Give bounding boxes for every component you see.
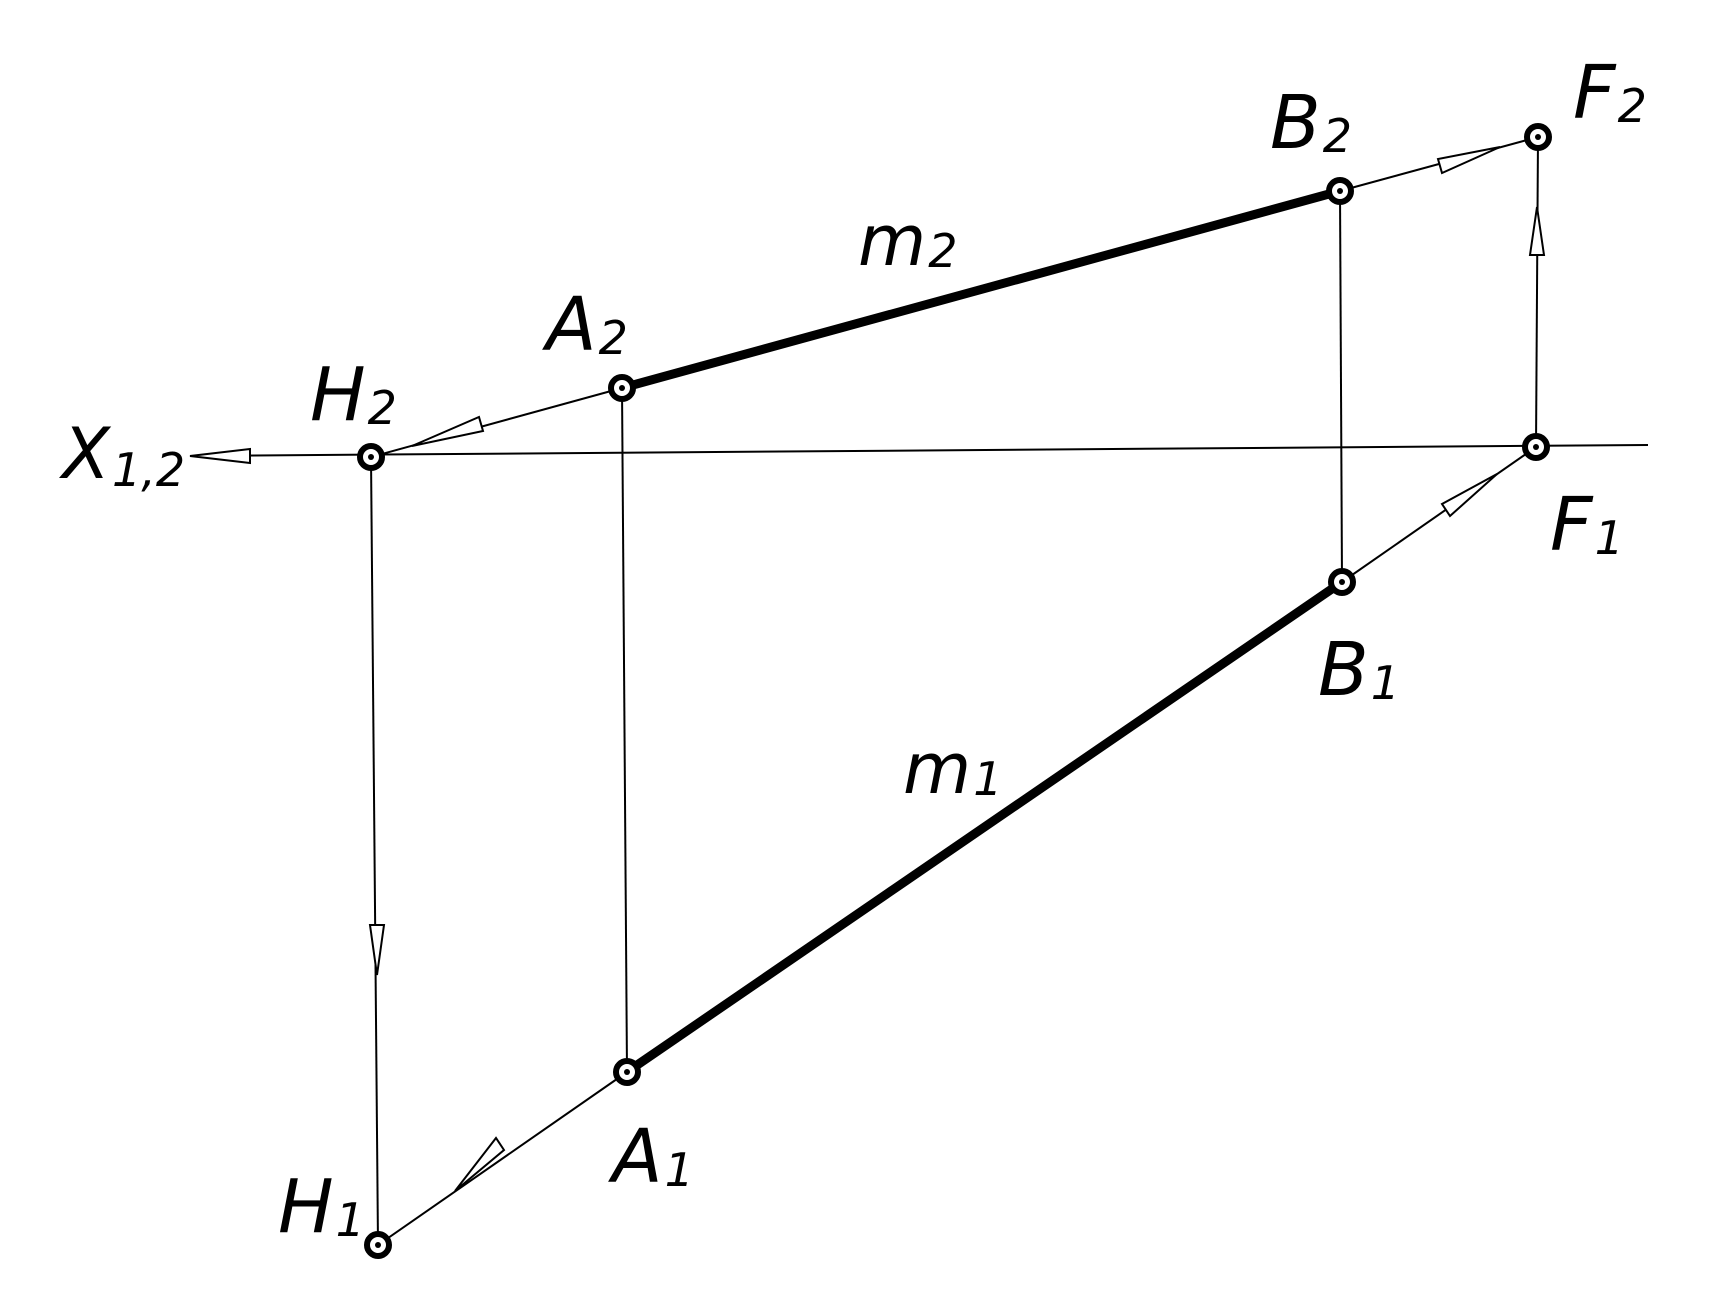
- label-f2: F2: [1573, 50, 1647, 136]
- top-extension-b1-f1: [1341, 446, 1537, 583]
- link-line-f: [1535, 136, 1539, 448]
- axis-label-subscript: 1,2: [112, 443, 185, 497]
- segment-m1: [622, 577, 1347, 1077]
- arrow-a1-to-h1-icon: [454, 1136, 506, 1192]
- point-a1-marker: [613, 1058, 641, 1086]
- label-f2-letter: F: [1573, 50, 1617, 136]
- label-m1-letter: m: [903, 728, 971, 810]
- label-a2: A2: [542, 282, 628, 368]
- label-b1-letter: B: [1318, 627, 1369, 713]
- label-a2-subscript: 2: [599, 311, 628, 365]
- arrow-h2-to-h1-icon: [368, 924, 386, 976]
- label-a1-subscript: 1: [665, 1143, 694, 1197]
- label-b1: B1: [1318, 627, 1400, 713]
- label-m2-subscript: 2: [928, 224, 957, 278]
- label-h1-letter: H: [278, 1164, 334, 1250]
- axis-arrow-icon: [189, 447, 251, 465]
- label-a2-letter: A: [542, 282, 597, 368]
- label-h2-letter: H: [310, 352, 366, 438]
- segment-m2: [617, 186, 1345, 393]
- point-b1-marker: [1328, 568, 1356, 596]
- projection-axis-x12: [189, 444, 1649, 457]
- arrow-b1-to-f1-icon: [1440, 473, 1498, 518]
- axis-label-letter: X: [58, 413, 112, 495]
- label-a1: A1: [608, 1114, 694, 1200]
- label-h2-subscript: 2: [368, 381, 397, 435]
- label-h1: H1: [278, 1164, 365, 1250]
- label-f1-letter: F: [1550, 482, 1594, 568]
- label-b2: B2: [1270, 80, 1352, 166]
- label-m1-subscript: 1: [973, 752, 1002, 806]
- arrow-f1-to-f2-icon: [1528, 206, 1546, 256]
- point-h1-marker: [364, 1231, 392, 1259]
- label-f1-subscript: 1: [1595, 511, 1624, 565]
- label-a1-letter: A: [608, 1114, 663, 1200]
- label-m2: m2: [858, 200, 957, 282]
- point-f1-marker: [1522, 433, 1550, 461]
- label-f2-subscript: 2: [1618, 79, 1647, 133]
- point-a2-marker: [608, 374, 636, 402]
- front-extension-h2-a2: [370, 387, 623, 458]
- label-b2-subscript: 2: [1323, 109, 1352, 163]
- label-h1-subscript: 1: [336, 1193, 365, 1247]
- axis-label: X1,2: [58, 413, 185, 497]
- arrow-a2-to-h2-icon: [411, 415, 485, 447]
- arrow-b2-to-f2-icon: [1436, 146, 1501, 175]
- label-m1: m1: [903, 728, 1002, 810]
- label-f1: F1: [1550, 482, 1624, 568]
- label-b2-letter: B: [1270, 80, 1321, 166]
- link-line-h: [370, 456, 379, 1246]
- label-m2-letter: m: [858, 200, 926, 282]
- label-h2: H2: [310, 352, 397, 438]
- point-b2-marker: [1326, 177, 1354, 205]
- link-line-a: [621, 387, 628, 1073]
- point-f2-marker: [1524, 123, 1552, 151]
- label-b1-subscript: 1: [1371, 656, 1400, 710]
- top-extension-h1-a1: [377, 1071, 628, 1246]
- link-line-b: [1339, 190, 1343, 583]
- point-h2-marker: [357, 443, 385, 471]
